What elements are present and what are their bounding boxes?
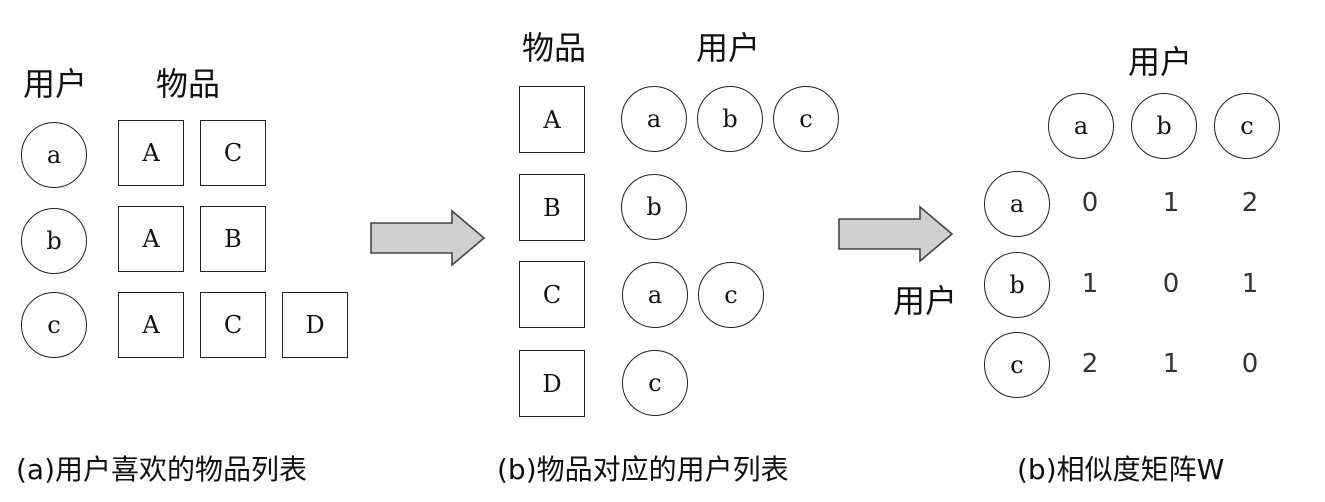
caption-a: (a)用户喜欢的物品列表 <box>16 453 308 486</box>
item-box: D <box>519 350 585 417</box>
user-node: b <box>697 86 763 152</box>
user-node: c <box>622 350 688 416</box>
user-node: c <box>698 262 764 328</box>
matrix-cell: 1 <box>1162 188 1180 218</box>
row-user-node: b <box>984 252 1050 318</box>
caption-c: (b)相似度矩阵W <box>1017 453 1225 486</box>
col-user-header: 用户 <box>1128 43 1193 81</box>
user-node: c <box>21 292 87 358</box>
user-node: a <box>622 262 688 328</box>
item-box: B <box>200 206 266 272</box>
row-user-node: a <box>984 171 1050 237</box>
matrix-cell: 1 <box>1081 269 1099 299</box>
item-box: D <box>282 292 348 358</box>
item-box: A <box>118 120 184 186</box>
item-box: A <box>118 206 184 272</box>
item-box: C <box>519 261 585 328</box>
row-user-node: c <box>984 332 1050 398</box>
user-node: b <box>621 174 687 240</box>
item-box: A <box>519 86 585 153</box>
right-arrow-icon <box>370 209 486 267</box>
matrix-cell: 0 <box>1081 188 1099 218</box>
matrix-cell: 1 <box>1241 269 1259 299</box>
user-node: a <box>21 122 87 188</box>
matrix-cell: 0 <box>1162 269 1180 299</box>
item-box: C <box>200 292 266 358</box>
col-user-node: b <box>1131 93 1197 159</box>
col-user-node: a <box>1048 93 1114 159</box>
user-node: b <box>21 208 87 274</box>
matrix-cell: 0 <box>1241 349 1259 379</box>
item-header: 物品 <box>522 29 587 67</box>
item-header: 物品 <box>156 65 221 103</box>
user-header: 用户 <box>23 65 88 103</box>
item-box: A <box>118 292 184 358</box>
user-header: 用户 <box>696 29 761 67</box>
caption-b: (b)物品对应的用户列表 <box>497 453 789 486</box>
item-box: B <box>519 174 585 241</box>
right-arrow-icon <box>838 205 954 263</box>
row-user-header: 用户 <box>893 282 958 320</box>
arrow-shape <box>370 209 486 267</box>
matrix-cell: 2 <box>1241 188 1259 218</box>
item-box: C <box>200 120 266 186</box>
arrow-shape <box>838 205 954 263</box>
user-node: a <box>621 86 687 152</box>
col-user-node: c <box>1214 93 1280 159</box>
user-node: c <box>773 86 839 152</box>
matrix-cell: 2 <box>1081 349 1099 379</box>
matrix-cell: 1 <box>1162 349 1180 379</box>
